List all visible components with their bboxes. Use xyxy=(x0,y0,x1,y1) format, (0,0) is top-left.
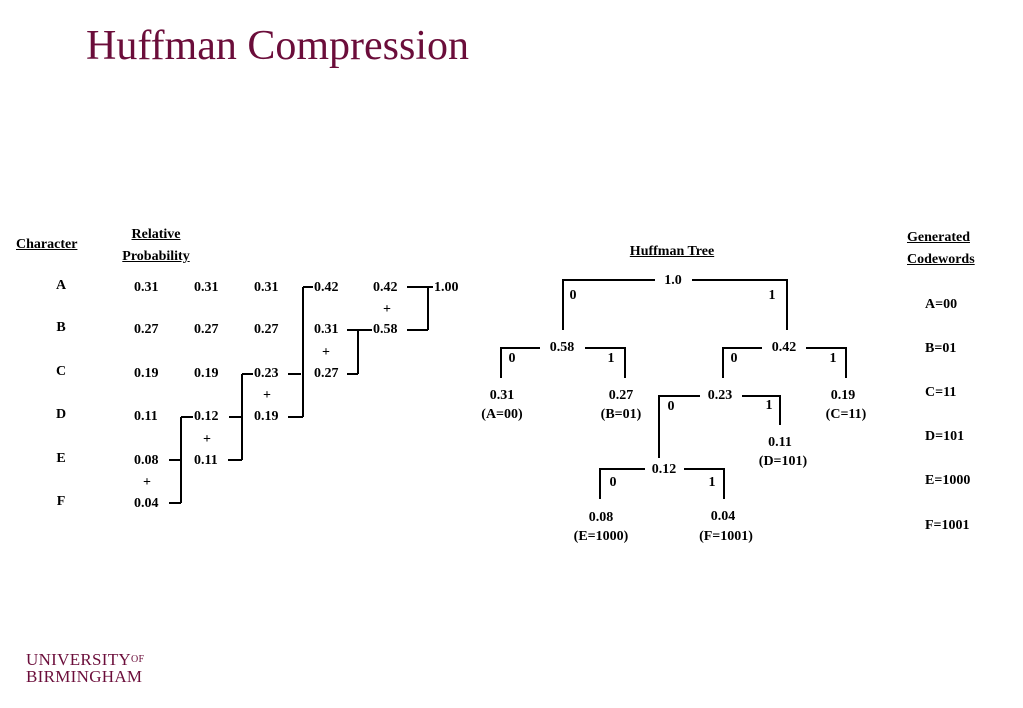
character-label: B xyxy=(56,320,66,335)
leaf-value: 0.04 xyxy=(710,509,736,524)
bit-label: 1 xyxy=(765,398,773,413)
leaf-value: 0.11 xyxy=(768,435,792,450)
probability-value: 0.23 xyxy=(254,366,279,381)
character-label: C xyxy=(55,364,67,379)
leaf-code: (E=1000) xyxy=(573,529,629,544)
probability-value: 0.42 xyxy=(373,280,398,295)
codeword-item: B=01 xyxy=(925,341,957,356)
probability-value: 0.08 xyxy=(134,453,159,468)
bit-label: 1 xyxy=(607,351,615,366)
probability-value: 0.27 xyxy=(254,322,279,337)
codewords-header-line2: Codewords xyxy=(907,252,975,267)
leaf-code: (A=00) xyxy=(481,407,523,422)
character-header: Character xyxy=(16,237,78,252)
plus-sign: + xyxy=(203,432,211,447)
plus-sign: + xyxy=(383,302,391,317)
leaf-value: 0.08 xyxy=(588,510,614,525)
bit-label: 0 xyxy=(508,351,516,366)
tree-node: 0.58 xyxy=(549,340,575,355)
probability-value: 0.11 xyxy=(194,453,218,468)
probability-value: 0.31 xyxy=(194,280,219,295)
university-logo: UNIVERSITYOF BIRMINGHAM xyxy=(26,651,144,685)
leaf-code: (B=01) xyxy=(600,407,642,422)
probability-value: 1.00 xyxy=(434,280,459,295)
character-label: A xyxy=(55,278,67,293)
probability-value: 0.27 xyxy=(314,366,339,381)
bit-label: 0 xyxy=(667,399,675,414)
probability-value: 0.27 xyxy=(134,322,159,337)
probability-value: 0.12 xyxy=(194,409,219,424)
bit-label: 1 xyxy=(829,351,837,366)
bit-label: 1 xyxy=(708,475,716,490)
codeword-item: F=1001 xyxy=(925,518,970,533)
page-title: Huffman Compression xyxy=(86,23,470,69)
probability-header-line1: Relative xyxy=(131,227,181,242)
codeword-item: D=101 xyxy=(925,429,965,444)
probability-value: 0.04 xyxy=(134,496,159,511)
plus-sign: + xyxy=(322,345,330,360)
codeword-item: A=00 xyxy=(925,297,958,312)
probability-value: 0.31 xyxy=(314,322,339,337)
bit-label: 0 xyxy=(730,351,738,366)
probability-value: 0.19 xyxy=(254,409,279,424)
leaf-code: (C=11) xyxy=(825,407,867,422)
tree-edges xyxy=(500,279,847,499)
probability-value: 0.31 xyxy=(254,280,279,295)
leaf-value: 0.31 xyxy=(489,388,515,403)
probability-value: 0.19 xyxy=(194,366,219,381)
logo-line2: BIRMINGHAM xyxy=(26,667,143,686)
bit-label: 0 xyxy=(609,475,617,490)
merge-connectors xyxy=(169,286,433,504)
probability-value: 0.27 xyxy=(194,322,219,337)
plus-sign: + xyxy=(263,388,271,403)
character-label: E xyxy=(56,451,66,466)
tree-node: 0.23 xyxy=(707,388,733,403)
plus-sign: + xyxy=(143,475,151,490)
tree-heading: Huffman Tree xyxy=(629,244,715,259)
leaf-value: 0.19 xyxy=(830,388,856,403)
codeword-item: C=11 xyxy=(925,385,957,400)
probability-value: 0.58 xyxy=(373,322,398,337)
tree-node: 0.42 xyxy=(771,340,797,355)
character-label: F xyxy=(56,494,66,509)
codeword-item: E=1000 xyxy=(925,473,971,488)
probability-value: 0.31 xyxy=(134,280,159,295)
logo-line1: UNIVERSITY xyxy=(26,650,131,669)
probability-header-line2: Probability xyxy=(122,249,190,264)
logo-of: OF xyxy=(131,654,145,665)
codewords-header-line1: Generated xyxy=(907,230,970,245)
tree-node-root: 1.0 xyxy=(664,273,682,288)
leaf-value: 0.27 xyxy=(608,388,634,403)
character-label: D xyxy=(55,407,67,422)
probability-value: 0.19 xyxy=(134,366,159,381)
leaf-code: (D=101) xyxy=(758,454,808,469)
bit-label: 1 xyxy=(768,288,776,303)
probability-value: 0.11 xyxy=(134,409,158,424)
bit-label: 0 xyxy=(569,288,577,303)
probability-value: 0.42 xyxy=(314,280,339,295)
leaf-code: (F=1001) xyxy=(699,529,753,544)
tree-node: 0.12 xyxy=(651,462,677,477)
